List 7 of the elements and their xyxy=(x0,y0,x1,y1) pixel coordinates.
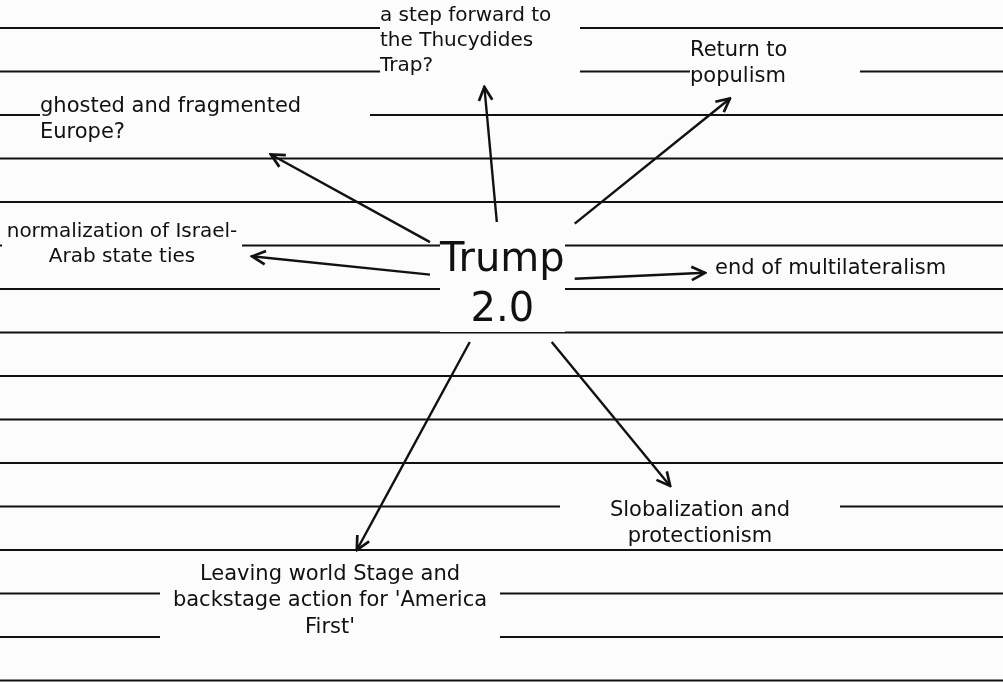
arrow xyxy=(573,97,732,225)
arrow xyxy=(550,341,672,488)
arrow xyxy=(477,85,499,223)
arrow xyxy=(355,341,471,552)
arrow xyxy=(250,249,431,276)
arrow xyxy=(269,153,431,244)
arrow xyxy=(574,265,707,282)
